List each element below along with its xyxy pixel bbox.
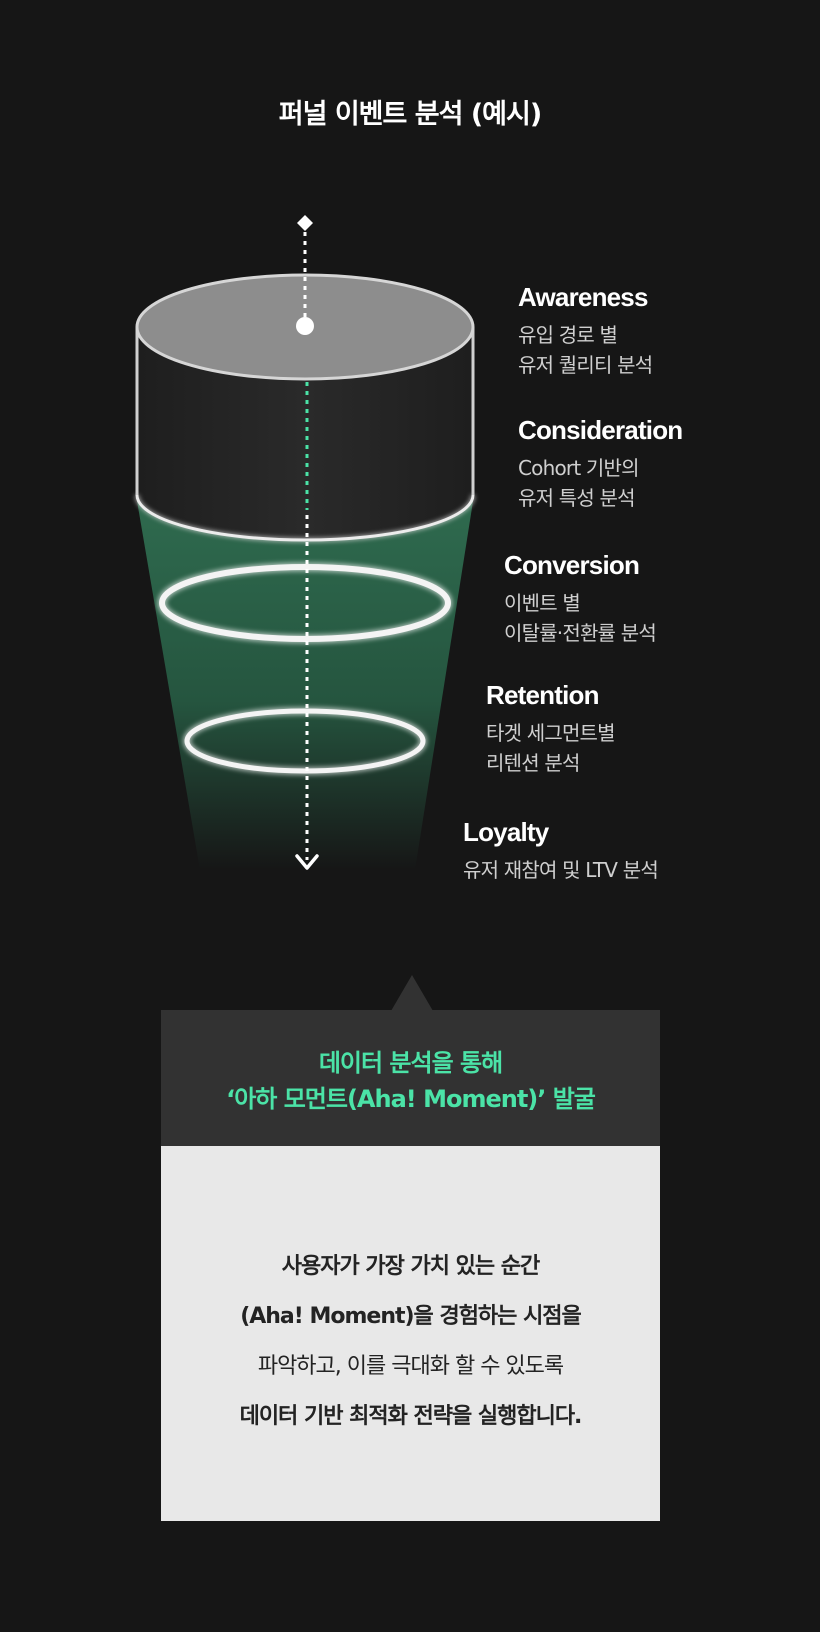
stage-desc-line: 리텐션 분석 <box>486 751 580 775</box>
stage-conversion: Conversion 이벤트 별 이탈률·전환률 분석 <box>504 548 657 648</box>
arrow-down-icon <box>295 854 319 870</box>
stage-description: Cohort 기반의 유저 특성 분석 <box>518 453 682 513</box>
stage-name: Consideration <box>518 415 683 445</box>
stage-description: 이벤트 별 이탈률·전환률 분석 <box>504 588 657 648</box>
funnel-body <box>136 495 474 870</box>
stage-name: Retention <box>486 680 599 710</box>
callout-body-line: (Aha! Moment)을 경험하는 시점을 <box>240 1304 582 1329</box>
page-title: 퍼널 이벤트 분석 (예시) <box>278 99 542 130</box>
callout-body-line: 파악하고, 이를 극대화 할 수 있도록 <box>257 1354 564 1379</box>
funnel-ring-retention <box>184 708 426 774</box>
callout-header-line: 데이터 분석을 통해 <box>318 1049 503 1077</box>
diamond-icon <box>297 215 313 231</box>
stage-desc-line: 이탈률·전환률 분석 <box>504 621 657 645</box>
callout-header-line: ‘아하 모먼트(Aha! Moment)’ 발굴 <box>226 1085 596 1113</box>
stage-retention: Retention 타겟 세그먼트별 리텐션 분석 <box>486 678 616 778</box>
funnel-ring-conversion <box>159 564 451 642</box>
callout-header: 데이터 분석을 통해 ‘아하 모먼트(Aha! Moment)’ 발굴 <box>161 1010 660 1146</box>
stage-desc-line: 유저 퀄리티 분석 <box>518 353 653 377</box>
stage-name: Loyalty <box>463 817 549 847</box>
callout-body-line: 사용자가 가장 가치 있는 순간 <box>281 1254 541 1279</box>
callout-body-line: 데이터 기반 최적화 전략을 실행합니다. <box>239 1404 583 1429</box>
start-dot-icon <box>296 317 314 335</box>
funnel-cylinder <box>137 327 473 540</box>
stage-loyalty: Loyalty 유저 재참여 및 LTV 분석 <box>463 815 659 885</box>
stage-name: Conversion <box>504 550 640 580</box>
stage-awareness: Awareness 유입 경로 별 유저 퀄리티 분석 <box>518 280 653 380</box>
callout-body: 사용자가 가장 가치 있는 순간 (Aha! Moment)을 경험하는 시점을… <box>161 1146 660 1521</box>
stage-consideration: Consideration Cohort 기반의 유저 특성 분석 <box>518 413 683 513</box>
callout-pointer <box>391 975 433 1011</box>
stage-desc-line: 유입 경로 별 <box>518 323 618 347</box>
stage-desc-line: Cohort 기반의 <box>518 456 640 480</box>
stage-desc-line: 유저 재참여 및 LTV 분석 <box>463 858 659 882</box>
stage-desc-line: 타겟 세그먼트별 <box>486 721 616 745</box>
stage-description: 타겟 세그먼트별 리텐션 분석 <box>486 718 616 778</box>
stage-name: Awareness <box>518 282 648 312</box>
stage-desc-line: 이벤트 별 <box>504 591 581 615</box>
stage-desc-line: 유저 특성 분석 <box>518 486 636 510</box>
funnel-diagram <box>135 215 475 870</box>
stage-description: 유저 재참여 및 LTV 분석 <box>463 855 659 885</box>
stage-description: 유입 경로 별 유저 퀄리티 분석 <box>518 320 653 380</box>
